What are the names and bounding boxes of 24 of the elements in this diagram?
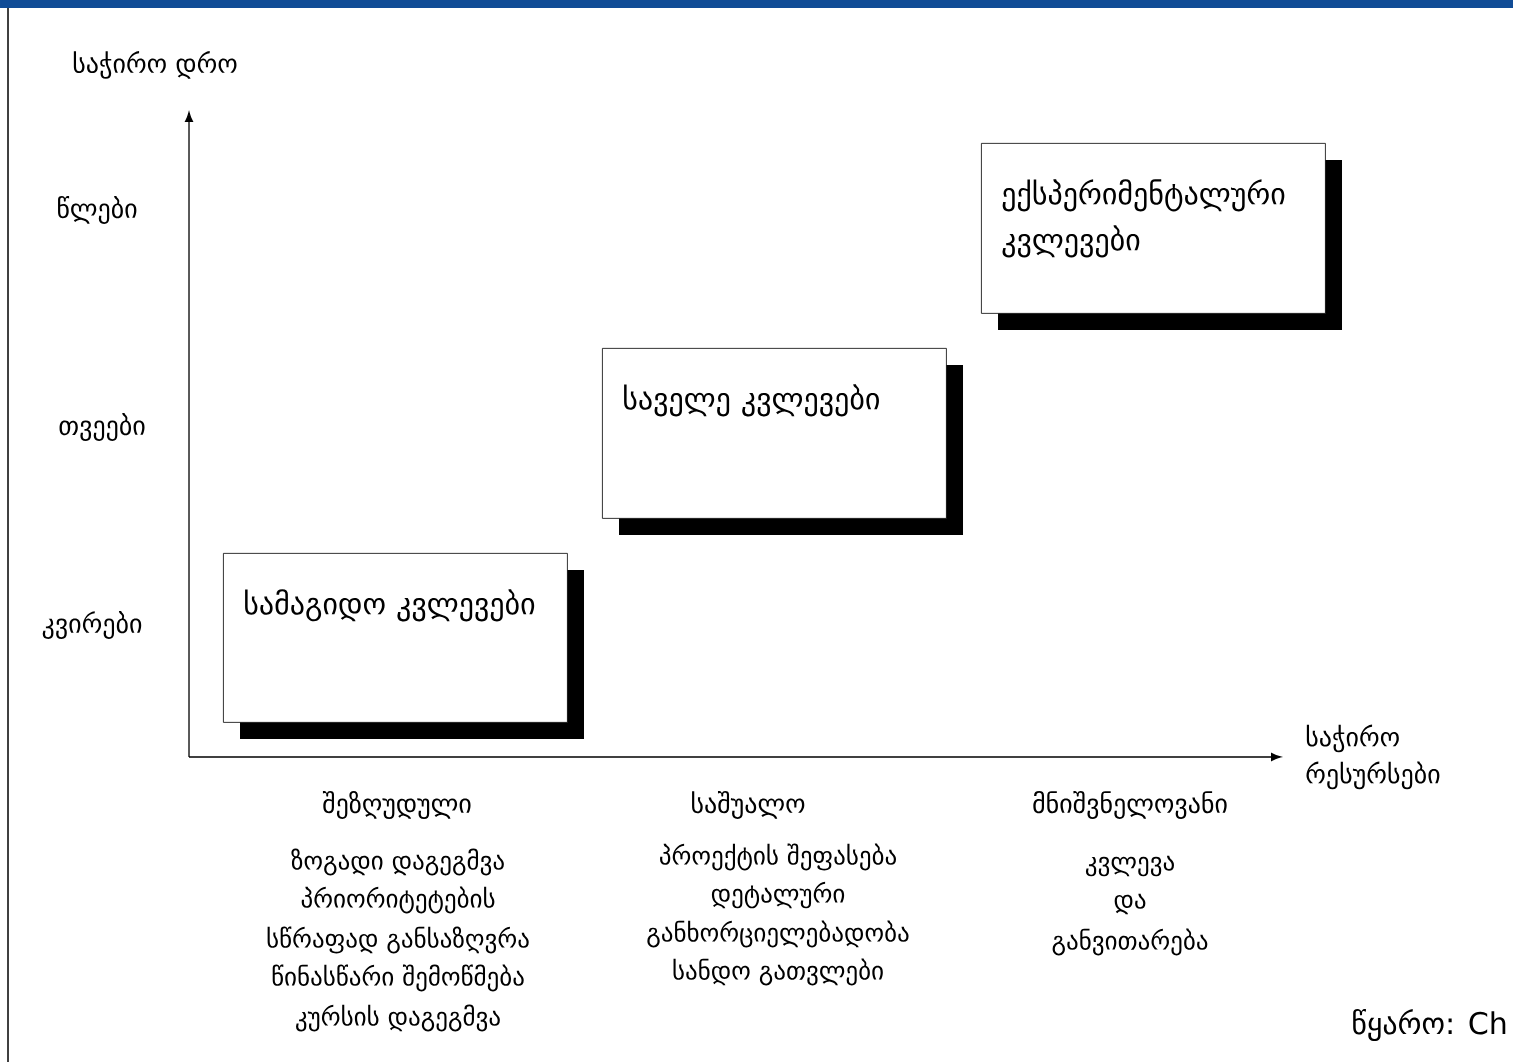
axis-label: კვირები	[42, 611, 142, 639]
axis-label: წლები	[58, 196, 137, 224]
shadowed-box: ექსპერიმენტალური კვლევები	[981, 143, 1342, 330]
shadowed-box: სამაგიდო კვლევები	[223, 553, 584, 739]
axis-label: მნიშვნელოვანი	[1033, 791, 1227, 819]
axis-label: შეზღუდული	[322, 791, 471, 819]
axis-label: განვითარება	[1052, 928, 1208, 956]
axis-label: წინასწარი შემოწმება	[272, 964, 524, 992]
axis-label: საჭირო დრო	[73, 51, 237, 79]
axis-label: განხორციელებადობა	[647, 920, 909, 948]
axis-label: და	[1114, 893, 1146, 915]
axis-label: კვლევა	[1085, 855, 1174, 877]
axis-label: ზოგადი დაგეგმვა	[291, 848, 504, 876]
axis-label: სწრაფად განსაზღვრა	[267, 926, 529, 954]
axis-label: პრიორიტეტების	[301, 886, 495, 914]
axis-label: თვეები	[59, 413, 145, 441]
axis-label: საშუალო	[692, 791, 805, 819]
axis-label: საჭირო რესურსები	[1306, 724, 1440, 790]
axis-label: სანდო გათვლები	[673, 958, 883, 986]
axis-label: პროექტის შეფასება	[660, 843, 896, 871]
shadowed-box: საველე კვლევები	[602, 348, 963, 535]
axis-label: დეტალური	[711, 881, 845, 909]
axis-label: კურსის დაგეგმვა	[296, 1004, 500, 1032]
axis-label: წყარო: Ch	[1353, 1008, 1506, 1042]
